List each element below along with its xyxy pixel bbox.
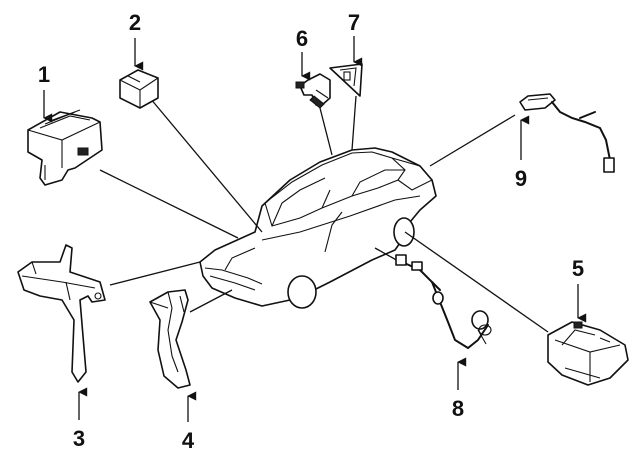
part-7-bracket [329,63,363,97]
callout-9: 9 [515,166,527,191]
callout-1: 1 [38,62,50,87]
callout-labels: 1 2 3 4 5 6 7 8 9 [38,10,584,453]
part-2-relay [119,69,159,109]
callout-4: 4 [182,428,195,453]
callout-7: 7 [348,10,360,35]
callout-5: 5 [572,256,584,281]
part-9-sensor [519,93,615,173]
callout-2: 2 [129,10,141,35]
callout-8: 8 [452,396,464,421]
part-5-module [547,321,629,386]
part-6-sensor [295,73,331,109]
callout-3: 3 [73,426,85,451]
callout-arrows [43,36,587,422]
car-illustration [199,147,437,309]
part-1-module [27,109,103,186]
part-8-harness [395,254,492,350]
part-3-bracket [17,244,106,383]
callout-6: 6 [296,26,308,51]
part-4-bracket [149,289,191,389]
leader-lines [99,95,549,333]
